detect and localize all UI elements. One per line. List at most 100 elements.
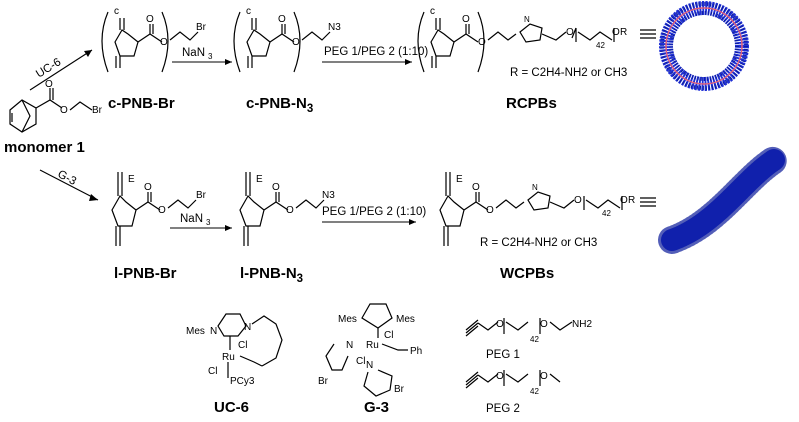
c-pnb-br-o2: O: [160, 37, 168, 48]
rcpbs-c: c: [430, 6, 435, 17]
c-pnb-n3-o2: O: [292, 37, 300, 48]
g3-mes2: Mes: [396, 314, 415, 325]
uc6-n1: N: [210, 326, 217, 337]
wcpbs-triazole-n: N: [532, 183, 538, 192]
monomer-br: Br: [92, 105, 103, 116]
c-pnb-n3-n3: N3: [328, 22, 341, 33]
g3-n1: N: [346, 340, 353, 351]
r-definition-top: R = C2H4-NH2 or CH3: [510, 67, 627, 79]
reagent-uc6: UC-6: [34, 56, 63, 80]
c-pnb-br-o1: O: [146, 14, 154, 25]
label-l-pnb-br: l-PNB-Br: [114, 265, 177, 282]
l-pnb-n3-o1: O: [272, 182, 280, 193]
reagent-nan3-top: NaN: [182, 47, 205, 59]
uc6-cl1: Cl: [238, 340, 247, 351]
label-c-pnb-n3: c-PNB-N3: [246, 95, 313, 115]
l-pnb-n3-structure: E O O N3: [239, 172, 335, 246]
arrow-peg-middle: PEG 1/PEG 2 (1:10): [322, 206, 426, 225]
label-rcpbs: RCPBs: [506, 95, 557, 112]
wcpbs-o1: O: [472, 182, 480, 193]
peg1-repeat: 42: [530, 335, 539, 344]
c-pnb-br-structure: c O O Br: [101, 6, 207, 73]
reagent-peg-top: PEG 1/PEG 2 (1:10): [324, 46, 428, 58]
peg2-structure: O 42 O: [465, 370, 561, 396]
l-pnb-br-structure: E O O Br: [111, 172, 207, 246]
label-uc6: UC-6: [214, 399, 249, 416]
rcpbs-o2: O: [478, 37, 486, 48]
label-g3: G-3: [364, 399, 389, 416]
peg1-nh2: NH2: [572, 319, 592, 330]
label-peg1: PEG 1: [486, 349, 520, 361]
uc6-ru: Ru: [222, 352, 235, 363]
rcpbs-ether-o: O: [566, 27, 574, 38]
g3-br2: Br: [394, 384, 405, 395]
l-pnb-n3-e: E: [256, 174, 263, 185]
l-pnb-br-br: Br: [196, 190, 207, 201]
c-pnb-br-c: c: [114, 6, 119, 17]
wcpbs-structure: E O O N O 42 O R: [439, 172, 656, 246]
uc6-pcy3: PCy3: [230, 376, 255, 387]
reagent-peg-middle: PEG 1/PEG 2 (1:10): [322, 206, 426, 218]
uc6-mes: Mes: [186, 326, 205, 337]
arrow-uc6: UC-6: [29, 49, 93, 91]
monomer-ester-o: O: [60, 105, 68, 116]
reagent-nan3-middle-sub: 3: [206, 218, 211, 227]
g3-ru: Ru: [366, 340, 379, 351]
rcpbs-o3: O: [612, 27, 620, 38]
g3-mes1: Mes: [338, 314, 357, 325]
uc6-cl2: Cl: [208, 366, 217, 377]
peg2-o1: O: [496, 371, 504, 382]
g3-br1: Br: [318, 376, 329, 387]
wcpbs-ether-o: O: [574, 195, 582, 206]
peg2-o2: O: [540, 371, 548, 382]
rcpbs-triazole-n: N: [524, 15, 530, 24]
rcpbs-o1: O: [462, 14, 470, 25]
peg1-structure: O 42 O NH2: [465, 318, 592, 344]
g3-n2: N: [366, 360, 373, 371]
arrow-g3: G-3: [39, 168, 99, 201]
l-pnb-br-e: E: [128, 174, 135, 185]
g3-structure: Mes Mes Ru Cl Cl N Br Ph N Br: [318, 303, 422, 397]
wcpbs-e: E: [456, 174, 463, 185]
rcpbs-peg-repeat: 42: [596, 41, 605, 50]
label-peg2: PEG 2: [486, 403, 520, 415]
monomer-1-structure: O O Br: [9, 79, 103, 133]
l-pnb-n3-o2: O: [286, 205, 294, 216]
l-pnb-br-o2: O: [158, 205, 166, 216]
peg1-o2: O: [540, 319, 548, 330]
g3-cl2: Cl: [356, 356, 365, 367]
label-l-pnb-n3: l-PNB-N3: [240, 265, 303, 285]
rcpbs-structure: c O O N O 42 O R: [417, 6, 656, 73]
wcpbs-peg-repeat: 42: [602, 209, 611, 218]
ring-brush-image: [659, 1, 749, 91]
uc6-structure: Mes N N Ru Cl Cl PCy3: [186, 313, 283, 387]
reagent-nan3-top-sub: 3: [208, 52, 213, 61]
c-pnb-n3-o1: O: [278, 14, 286, 25]
arrow-peg-top: PEG 1/PEG 2 (1:10): [322, 46, 428, 65]
reagent-nan3-middle: NaN: [180, 213, 203, 225]
g3-cl1: Cl: [384, 330, 393, 341]
label-c-pnb-br: c-PNB-Br: [108, 95, 175, 112]
g3-ph: Ph: [410, 346, 422, 357]
r-definition-bottom: R = C2H4-NH2 or CH3: [480, 237, 597, 249]
c-pnb-n3-structure: c O O N3: [233, 6, 341, 73]
l-pnb-br-o1: O: [144, 182, 152, 193]
label-monomer-1: monomer 1: [4, 139, 85, 156]
arrow-nan3-middle: NaN 3: [170, 213, 232, 231]
arrow-nan3-top: NaN 3: [172, 47, 232, 65]
reagent-g3: G-3: [56, 168, 79, 188]
worm-brush-image: [658, 146, 788, 254]
wcpbs-r: R: [628, 195, 635, 206]
l-pnb-n3-n3: N3: [322, 190, 335, 201]
peg1-o1: O: [496, 319, 504, 330]
monomer-carbonyl-o: O: [45, 79, 53, 90]
c-pnb-n3-c: c: [246, 6, 251, 17]
rcpbs-r: R: [620, 27, 627, 38]
uc6-n2: N: [244, 322, 251, 333]
wcpbs-o2: O: [486, 205, 494, 216]
peg2-repeat: 42: [530, 387, 539, 396]
c-pnb-br-br: Br: [196, 22, 207, 33]
wcpbs-o3: O: [620, 195, 628, 206]
label-wcpbs: WCPBs: [500, 265, 554, 282]
